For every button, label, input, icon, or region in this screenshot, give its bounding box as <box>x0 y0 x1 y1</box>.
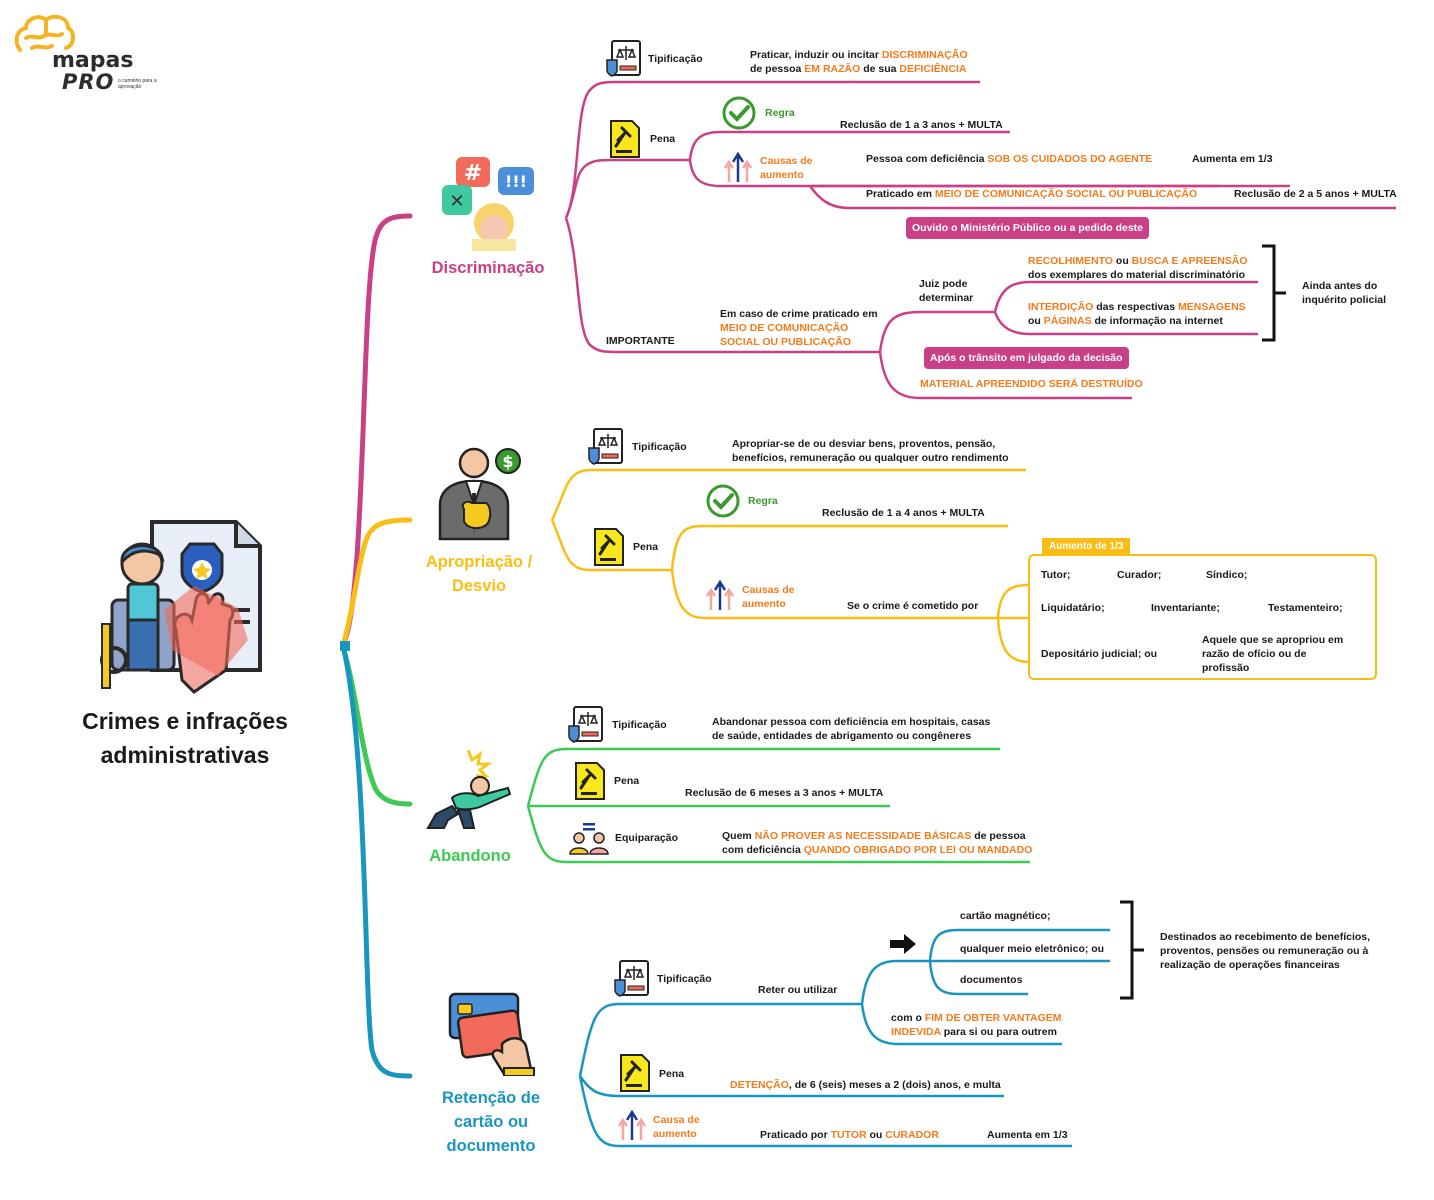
logo-tagline: o caminho para a aprovação <box>118 78 157 90</box>
gavel-document-icon <box>620 1054 650 1092</box>
aprop-curador: Curador; <box>1117 569 1162 581</box>
disc-juiz-label: Juiz pode determinar <box>919 278 974 304</box>
disc-caso: Em caso de crime praticado em MEIO DE CO… <box>720 308 878 348</box>
disc-bubble-ministerio: Ouvido o Ministério Público ou a pedido … <box>906 217 1150 239</box>
gavel-document-icon <box>610 120 640 158</box>
people-equal-icon <box>569 823 609 855</box>
aprop-regra-label: Regra <box>748 495 778 507</box>
disc-material: MATERIAL APREENDIDO SERÁ DESTRUÍDO <box>920 378 1143 390</box>
ret-pena-text: DETENÇÃO, de 6 (seis) meses a 2 (dois) a… <box>730 1079 1001 1091</box>
logo-brand-top: mapas <box>52 48 134 73</box>
disc-regra-label: Regra <box>765 107 795 119</box>
ret-reter: Reter ou utilizar <box>758 984 838 996</box>
aband-tipificacao-label: Tipificação <box>612 719 667 731</box>
disc-causa2-result: Reclusão de 2 a 5 anos + MULTA <box>1234 188 1397 200</box>
aprop-se-crime: Se o crime é cometido por <box>847 600 979 612</box>
aprop-testamenteiro: Testamenteiro; <box>1268 602 1343 614</box>
scales-document-icon <box>568 706 603 743</box>
ret-causa-label: Causa de aumento <box>653 1114 700 1140</box>
aband-tipificacao-text: Abandonar pessoa com deficiência em hosp… <box>712 716 991 742</box>
aprop-depositario: Depositário judicial; ou <box>1041 648 1158 660</box>
arrows-up-icon <box>618 1110 646 1140</box>
ret-destinados: Destinados ao recebimento de benefícios,… <box>1160 931 1371 971</box>
aprop-causas-label: Causas de aumento <box>742 584 795 610</box>
disc-causa2: Praticado em MEIO DE COMUNICAÇÃO SOCIAL … <box>866 188 1198 200</box>
aprop-inventariante: Inventariante; <box>1151 602 1220 614</box>
ret-aumenta: Aumenta em 1/3 <box>987 1129 1068 1141</box>
disc-causa1-result: Aumenta em 1/3 <box>1192 153 1273 165</box>
scales-document-icon <box>606 40 641 77</box>
disc-tipificacao-label: Tipificação <box>648 53 703 65</box>
trunk-node <box>340 641 350 651</box>
disc-causas-label: Causas de aumento <box>760 155 813 181</box>
ret-cartao: cartão magnético; <box>960 910 1051 922</box>
arrows-up-icon <box>706 580 734 610</box>
topic-apropriacao: Apropriação / Desvio <box>425 553 533 595</box>
topic-abandono: Abandono <box>429 847 511 865</box>
disc-bubble-transito: Após o trânsito em julgado da decisão <box>924 347 1129 369</box>
disc-tipificacao-text: Praticar, induzir ou incitar DISCRIMINAÇ… <box>750 49 968 75</box>
ret-fim: com o FIM DE OBTER VANTAGEM INDEVIDA par… <box>891 1012 1062 1038</box>
svg-text:$: $ <box>502 452 513 471</box>
check-icon <box>722 96 756 130</box>
main-title: Crimes e infrações administrativas <box>82 708 288 768</box>
branch-apropriacao <box>341 517 413 645</box>
logo-brand-bottom: PRO <box>62 70 115 94</box>
credit-card-icon <box>448 992 535 1076</box>
aprop-regra-text: Reclusão de 1 a 4 anos + MULTA <box>822 507 985 519</box>
money-man-icon: $ <box>438 447 521 541</box>
aprop-tipificacao-label: Tipificação <box>632 441 687 453</box>
svg-text:#: # <box>464 161 482 186</box>
disc-interdicao: INTERDIÇÃO das respectivas MENSAGENS ou … <box>1028 301 1246 327</box>
disc-regra-text: Reclusão de 1 a 3 anos + MULTA <box>840 119 1003 131</box>
aprop-pena-label: Pena <box>633 541 659 553</box>
gavel-document-icon <box>575 762 605 800</box>
topic-discriminacao: Discriminação <box>431 259 545 277</box>
fallen-person-icon <box>426 749 512 829</box>
svg-text:!!!: !!! <box>505 172 527 191</box>
arrows-up-icon <box>724 152 752 182</box>
disc-importante: IMPORTANTE <box>606 335 675 347</box>
arrow-right-icon <box>890 934 916 954</box>
speech-bubbles-icon: # !!! ✕ <box>442 157 534 251</box>
ret-praticado: Praticado por TUTOR ou CURADOR <box>760 1129 939 1141</box>
branch-retencao <box>341 647 413 1079</box>
brain-logo-icon <box>14 14 75 52</box>
bracket-juiz <box>1262 244 1276 342</box>
ret-tipificacao-label: Tipificação <box>657 973 712 985</box>
aband-equiparacao-label: Equiparação <box>615 832 679 844</box>
disc-causa1: Pessoa com deficiência SOB OS CUIDADOS D… <box>866 153 1153 165</box>
check-icon <box>706 484 740 518</box>
disc-antes-inquerito: Ainda antes do inquérito policial <box>1302 280 1387 306</box>
aband-equiparacao-text: Quem NÃO PROVER AS NECESSIDADE BÁSICAS d… <box>722 830 1033 856</box>
disc-recolhimento: RECOLHIMENTO ou BUSCA E APREENSÃO dos ex… <box>1028 255 1248 281</box>
svg-text:✕: ✕ <box>449 191 464 212</box>
ret-qualquer: qualquer meio eletrônico; ou <box>960 943 1105 955</box>
aprop-aquele: Aquele que se apropriou em razão de ofíc… <box>1202 634 1344 674</box>
aprop-aumento-box <box>1028 554 1377 680</box>
ret-documentos: documentos <box>960 974 1023 986</box>
scales-document-icon <box>588 428 623 465</box>
bracket-retencao <box>1120 900 1134 1000</box>
aband-pena-text: Reclusão de 6 meses a 3 anos + MULTA <box>685 787 884 799</box>
aprop-tutor: Tutor; <box>1041 569 1071 581</box>
disc-pena-label: Pena <box>650 133 676 145</box>
scales-document-icon <box>614 960 649 997</box>
branch-discriminacao <box>341 213 413 645</box>
aprop-aumento-tag: Aumento de 1/3 <box>1042 538 1131 555</box>
aband-pena-label: Pena <box>614 775 640 787</box>
ret-pena-label: Pena <box>659 1068 685 1080</box>
aprop-tipificacao-text: Apropriar-se de ou desviar bens, provent… <box>732 438 1009 464</box>
aprop-sindico: Síndico; <box>1206 569 1248 581</box>
wheelchair-police-icon <box>100 520 262 694</box>
aprop-liquidatario: Liquidatário; <box>1041 602 1105 614</box>
topic-retencao: Retenção de cartão ou documento <box>441 1089 541 1155</box>
gavel-document-icon <box>594 528 624 566</box>
